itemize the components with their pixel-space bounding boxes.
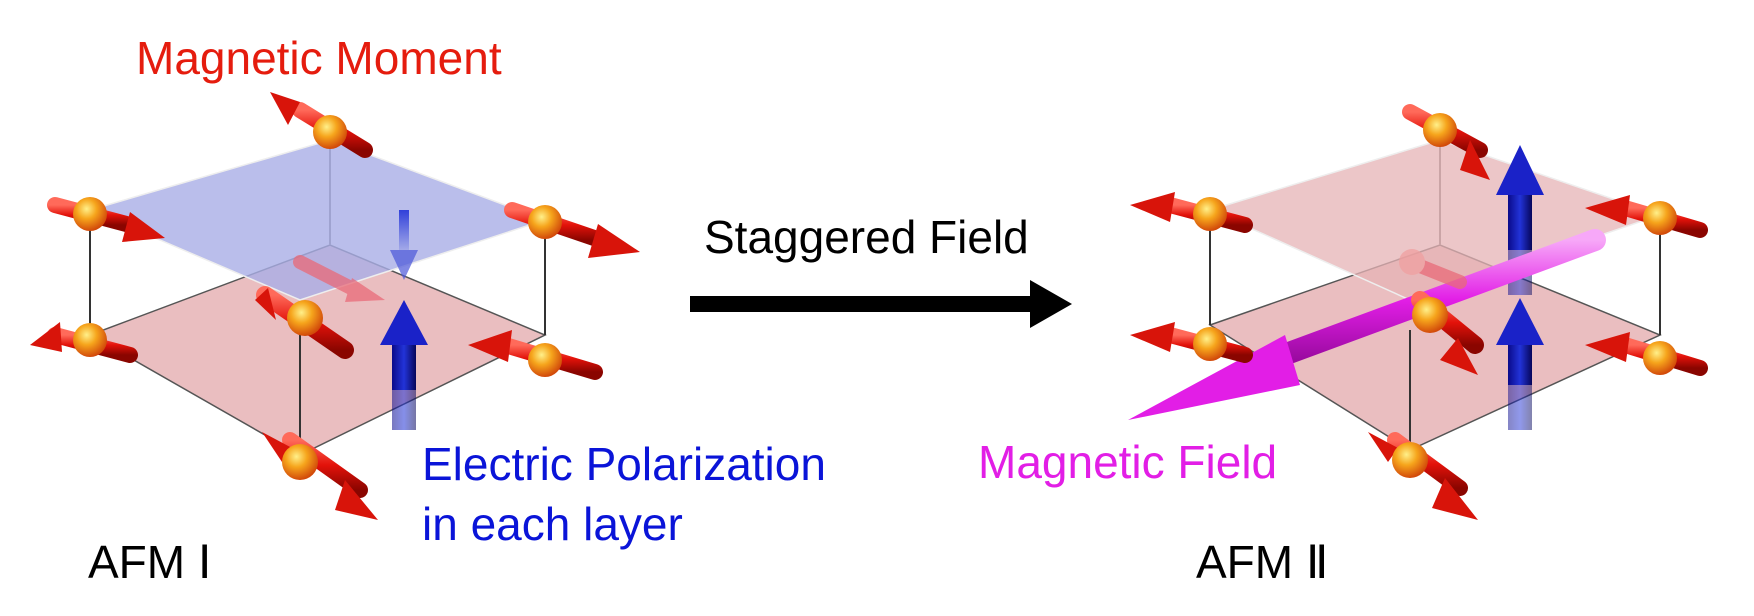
magnetic-field-label: Magnetic Field: [978, 436, 1278, 488]
afm2-polarization-up-arrow-bottom: [1496, 298, 1544, 430]
afm2-spin-top-front: [1399, 249, 1467, 289]
staggered-field-label: Staggered Field: [704, 211, 1029, 263]
afm2-spin-bottom-front: [1368, 432, 1478, 520]
staggered-field-arrow: [690, 280, 1072, 328]
afm1-spin-top-front: [293, 255, 385, 302]
afm2-spin-top-right: [1585, 195, 1708, 238]
afm1-polarization-up-arrow: [380, 300, 428, 430]
afm2-spin-bottom-right: [1585, 332, 1708, 376]
afm2-structure: [1128, 104, 1708, 520]
magnetic-moment-label: Magnetic Moment: [136, 32, 502, 84]
afm2-spin-bottom-left: [1130, 322, 1253, 363]
afm2-spin-bottom-back: [1411, 291, 1484, 375]
electric-polarization-label: Electric Polarization: [422, 438, 826, 490]
afm1-spin-top-back: [270, 92, 373, 158]
afm2-label: AFM Ⅱ: [1196, 536, 1329, 588]
electric-polarization-label-line2: in each layer: [422, 498, 683, 550]
afm1-label: AFM Ⅰ: [88, 536, 212, 588]
afm1-spin-bottom-back: [255, 286, 354, 359]
afm2-spin-top-back: [1402, 104, 1490, 180]
afm1-structure: [30, 92, 640, 520]
afm1-spin-bottom-left: [30, 322, 138, 363]
afm2-spin-top-left: [1130, 192, 1253, 233]
afm1-spin-top-right: [504, 202, 640, 258]
afm1-spin-bottom-front: [262, 432, 378, 520]
afm1-spin-top-left: [47, 197, 165, 242]
afm1-polarization-down-arrow: [390, 210, 418, 280]
afm1-spin-bottom-right: [468, 330, 603, 380]
